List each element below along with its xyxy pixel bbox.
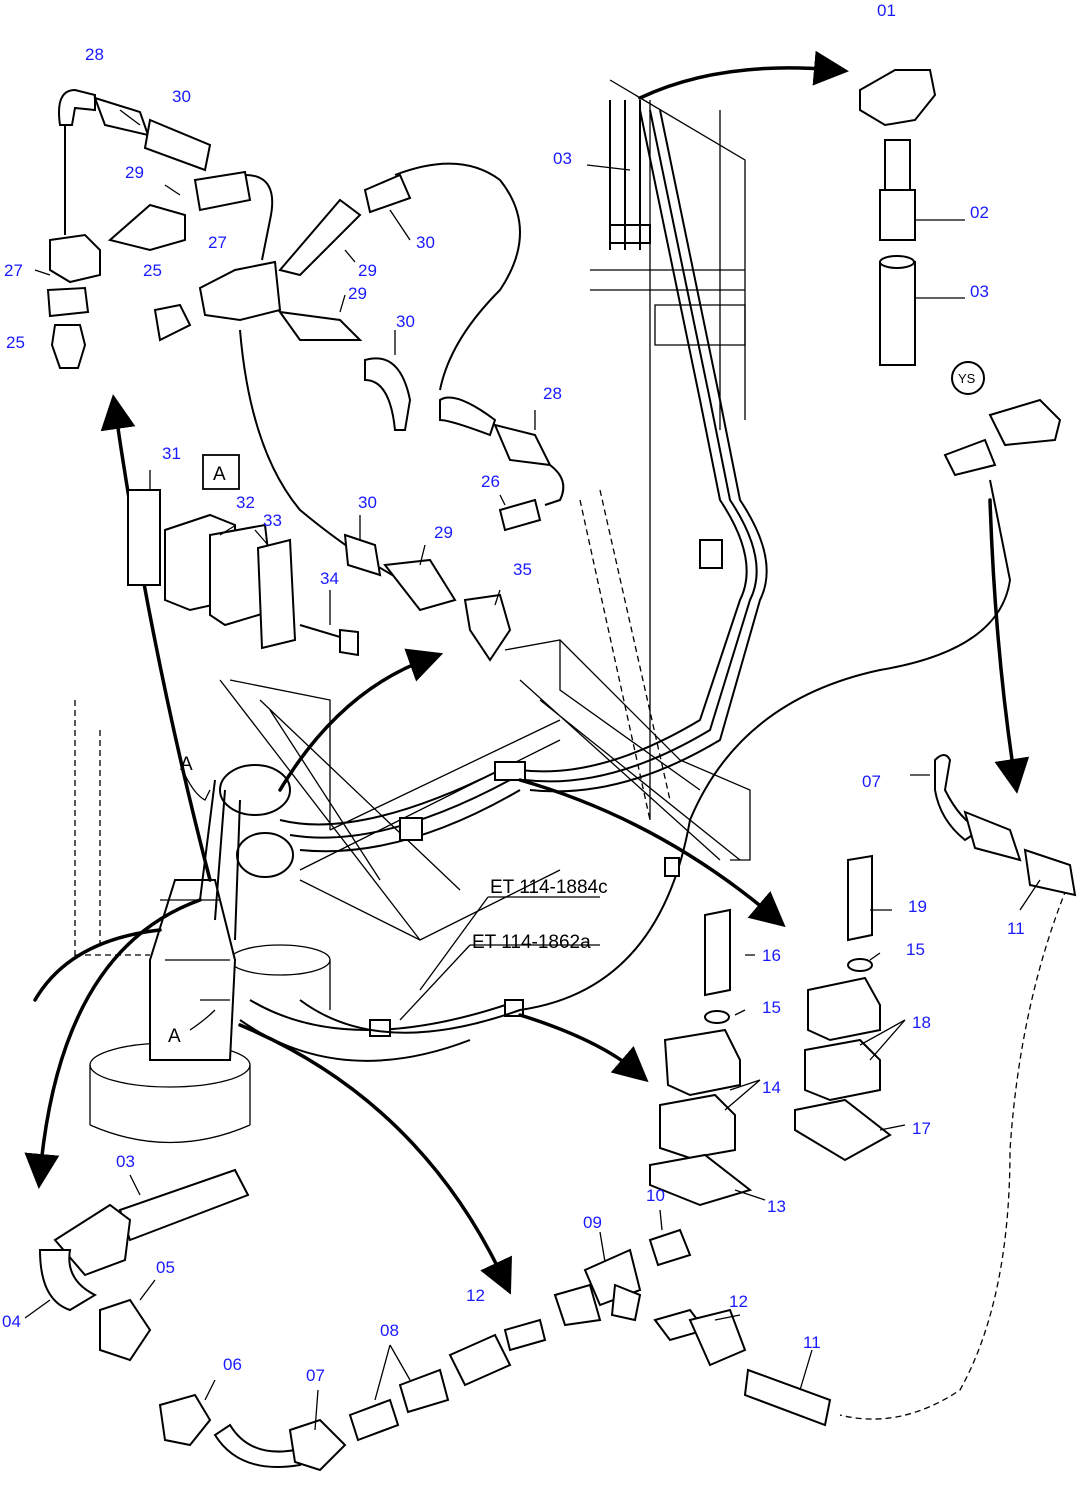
detail-a-label: A (213, 464, 226, 485)
callout-01: 01 (877, 1, 896, 20)
callout-34: 34 (320, 569, 339, 588)
callout-29: 29 (348, 284, 367, 303)
callout-32: 32 (236, 493, 255, 512)
callout-29: 29 (434, 523, 453, 542)
callout-30: 30 (358, 493, 377, 512)
callout-14: 14 (762, 1078, 781, 1097)
callout-28: 28 (543, 384, 562, 403)
callout-28: 28 (85, 45, 104, 64)
et-reference-lower: ET 114-1862a (472, 932, 591, 953)
view-a-marker-bottom: A (168, 1026, 181, 1047)
callout-03: 03 (553, 149, 572, 168)
callout-05: 05 (156, 1258, 175, 1277)
gauge-kit-lower (38, 1168, 832, 1472)
callout-08: 08 (380, 1321, 399, 1340)
callout-04: 04 (2, 1312, 21, 1331)
callout-33: 33 (263, 511, 282, 530)
callout-35: 35 (513, 560, 532, 579)
callout-09: 09 (583, 1213, 602, 1232)
callout-leaders (24, 109, 1041, 1431)
callout-29: 29 (358, 261, 377, 280)
callout-30: 30 (416, 233, 435, 252)
gauge-kit-upper (46, 88, 565, 662)
callout-07: 07 (862, 772, 881, 791)
callout-31: 31 (162, 444, 181, 463)
callout-16: 16 (762, 946, 781, 965)
callout-19: 19 (908, 897, 927, 916)
hose-route-11 (839, 879, 1071, 1420)
callout-27: 27 (208, 233, 227, 252)
detail-a-box (202, 454, 240, 490)
view-a-marker-top: A (180, 754, 193, 775)
callout-17: 17 (912, 1119, 931, 1138)
callout-labels: 01 02 03 03 03 04 05 06 07 07 08 09 10 1… (2, 1, 1025, 1385)
callout-30: 30 (396, 312, 415, 331)
callout-26: 26 (481, 472, 500, 491)
callout-18: 18 (912, 1013, 931, 1032)
pressure-switch-ys (943, 361, 1062, 477)
callout-11: 11 (803, 1333, 821, 1352)
view-a-arrow-bottom (189, 1009, 216, 1031)
callout-30: 30 (172, 87, 191, 106)
et-reference-upper: ET 114-1884c (490, 877, 608, 898)
machine-frame (74, 79, 751, 960)
callout-29: 29 (125, 163, 144, 182)
callout-15: 15 (906, 940, 925, 959)
callout-13: 13 (767, 1197, 786, 1216)
view-a-arrow-top (184, 774, 211, 801)
callout-03: 03 (970, 282, 989, 301)
callout-10: 10 (646, 1186, 665, 1205)
callout-25: 25 (143, 261, 162, 280)
callout-06: 06 (223, 1355, 242, 1374)
ys-tag: YS (958, 371, 976, 386)
sender-unit-assembly (149, 109, 1012, 1062)
callout-07: 07 (306, 1366, 325, 1385)
callout-15: 15 (762, 998, 781, 1017)
reference-leaders (399, 896, 600, 1021)
fittings-upper-right (609, 69, 937, 366)
explosion-arrows (24, 50, 1030, 1295)
callout-12: 12 (466, 1286, 485, 1305)
callout-27: 27 (4, 261, 23, 280)
callout-12: 12 (729, 1292, 748, 1311)
callout-03: 03 (116, 1152, 135, 1171)
clamp-set-right (649, 754, 1077, 1207)
reference-texts: ET 114-1884c ET 114-1862a A A A YS (168, 371, 976, 1047)
clamp-detail-a (127, 489, 359, 657)
callout-25: 25 (6, 333, 25, 352)
callout-02: 02 (970, 203, 989, 222)
callout-11: 11 (1007, 919, 1025, 938)
